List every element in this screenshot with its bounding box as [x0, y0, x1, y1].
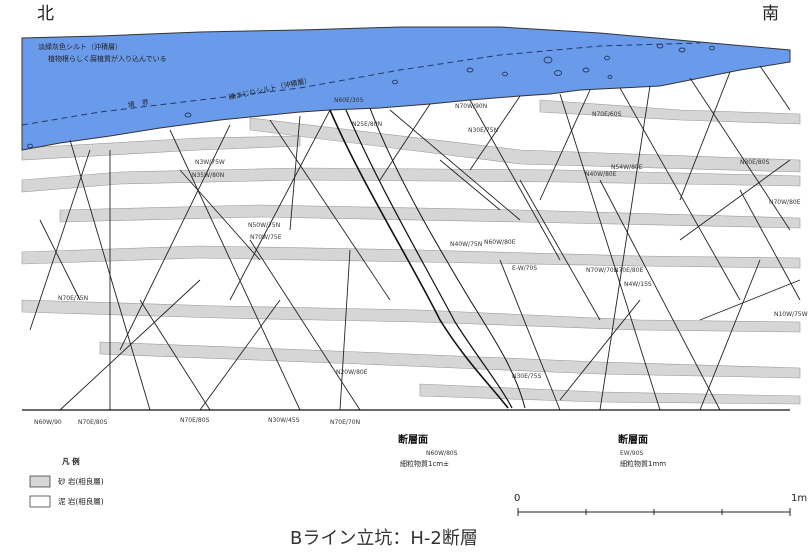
scale-bar: [517, 508, 791, 516]
boundary-line: [21, 42, 701, 126]
joint-line: [439, 159, 501, 211]
joint-line: [739, 189, 801, 301]
silt-note-2: 植物根らしく腐植質が入り込んでいる: [48, 55, 167, 63]
joint-line: [469, 95, 521, 171]
joint-line: [269, 119, 391, 301]
joint-line: [689, 77, 791, 231]
alluvium-layer: [21, 26, 791, 151]
scale-zero-label: 0: [514, 493, 521, 504]
joint-line: [169, 129, 301, 411]
figure-caption: Bライン立坑：H-2断層: [290, 528, 478, 549]
strike-label: N30E/75N: [468, 127, 499, 134]
bottom-strike-label: N30W/45S: [268, 417, 300, 424]
bottom-strike-label: N60W/90: [34, 419, 62, 426]
joint-line: [199, 299, 281, 411]
joint-line: [179, 169, 261, 261]
strike-label: N25E/80N: [352, 121, 383, 128]
sandstone-band: [21, 135, 301, 161]
silt-note-1: 淡緑灰色シルト（沖積層）: [38, 43, 122, 51]
strike-label: N50W/75N: [248, 222, 281, 229]
joint-line: [469, 99, 561, 261]
strike-label: N60E/30S: [334, 97, 364, 104]
bottom-strike-label: N70E/80S: [180, 417, 210, 424]
joint-line: [759, 65, 791, 111]
scale-one-label: 1m: [791, 493, 808, 504]
bottom-strike-label: N70E/80S: [78, 419, 108, 426]
joint-line: [389, 109, 521, 221]
legend-mud-label: 泥 岩(相良層): [58, 497, 104, 506]
strike-label: N35W/80N: [192, 172, 225, 179]
legend-sand-label: 砂 岩(相良層): [58, 477, 104, 486]
strike-label: N70E/60S: [592, 111, 622, 118]
joint-line: [139, 299, 211, 411]
joint-line: [119, 124, 231, 351]
north-label: 北: [37, 4, 54, 24]
joint-line: [539, 89, 591, 201]
bottom-strike-label: N70E/70N: [330, 419, 361, 426]
joint-lines: [29, 65, 801, 411]
joint-line: [699, 279, 801, 321]
strike-label: N60W/80E: [484, 239, 516, 246]
sandstone-band: [21, 299, 801, 333]
joint-line: [679, 159, 791, 241]
right-fault-note: 細粒物質1mm: [620, 460, 667, 468]
joint-line: [379, 103, 431, 181]
strike-label: N30E/75S: [512, 373, 542, 380]
strike-label: N70E/80E: [614, 267, 644, 274]
pebbles: [27, 43, 715, 149]
strike-label: N70W/80E: [769, 199, 801, 206]
south-label: 南: [762, 4, 779, 24]
sandstone-band: [249, 117, 801, 173]
left-fault-note: 細粒物質1cm±: [400, 460, 449, 468]
sandstone-band: [539, 99, 801, 125]
legend-title: 凡 例: [62, 457, 80, 466]
strike-label: N30E/80S: [740, 159, 770, 166]
strike-label: N10W/75W: [774, 311, 808, 318]
joint-line: [679, 71, 731, 201]
left-fault-orientation: N60W/80S: [426, 450, 458, 457]
joint-line: [699, 259, 761, 411]
strike-label: N20W/80E: [336, 369, 368, 376]
joint-line: [599, 179, 721, 411]
joint-line: [499, 259, 561, 411]
h2-fault-zone: [329, 107, 526, 409]
strike-label: N40W/80E: [585, 171, 617, 178]
joint-line: [519, 179, 601, 321]
joint-line: [339, 249, 351, 411]
joint-line: [619, 87, 741, 301]
strike-label: E-W/70S: [512, 265, 538, 272]
sandstone-band: [21, 245, 801, 269]
strike-label: N40W/75N: [450, 241, 483, 248]
left-fault-title: 断層面: [398, 435, 428, 446]
sandstone-band: [59, 204, 801, 229]
right-fault-orientation: EW/90S: [620, 450, 644, 457]
strike-label: N70E/75N: [58, 295, 89, 302]
strike-label: N4W/15S: [624, 281, 652, 288]
joint-line: [29, 149, 91, 331]
strike-label: N70W/75E: [250, 234, 282, 241]
joint-line: [559, 93, 661, 411]
strike-label: N70W/70S: [586, 267, 618, 274]
strike-label: N54W/80E: [611, 164, 643, 171]
legend-sand-swatch: [29, 475, 51, 488]
joint-line: [249, 239, 361, 411]
joint-line: [229, 109, 331, 301]
sandstone-band: [419, 383, 801, 405]
right-fault-title: 断層面: [618, 435, 648, 446]
joint-line: [599, 85, 651, 411]
joint-line: [59, 279, 201, 411]
joint-line: [39, 219, 81, 301]
strike-label: N70W/90N: [455, 103, 488, 110]
sandstone-band: [99, 341, 801, 379]
joint-line: [289, 115, 301, 231]
legend-mud-swatch: [29, 495, 51, 508]
strike-label: N3W/75W: [195, 159, 225, 166]
sandstone-band: [21, 167, 801, 193]
sandstone-bands: [21, 99, 801, 405]
joint-line: [559, 299, 641, 401]
